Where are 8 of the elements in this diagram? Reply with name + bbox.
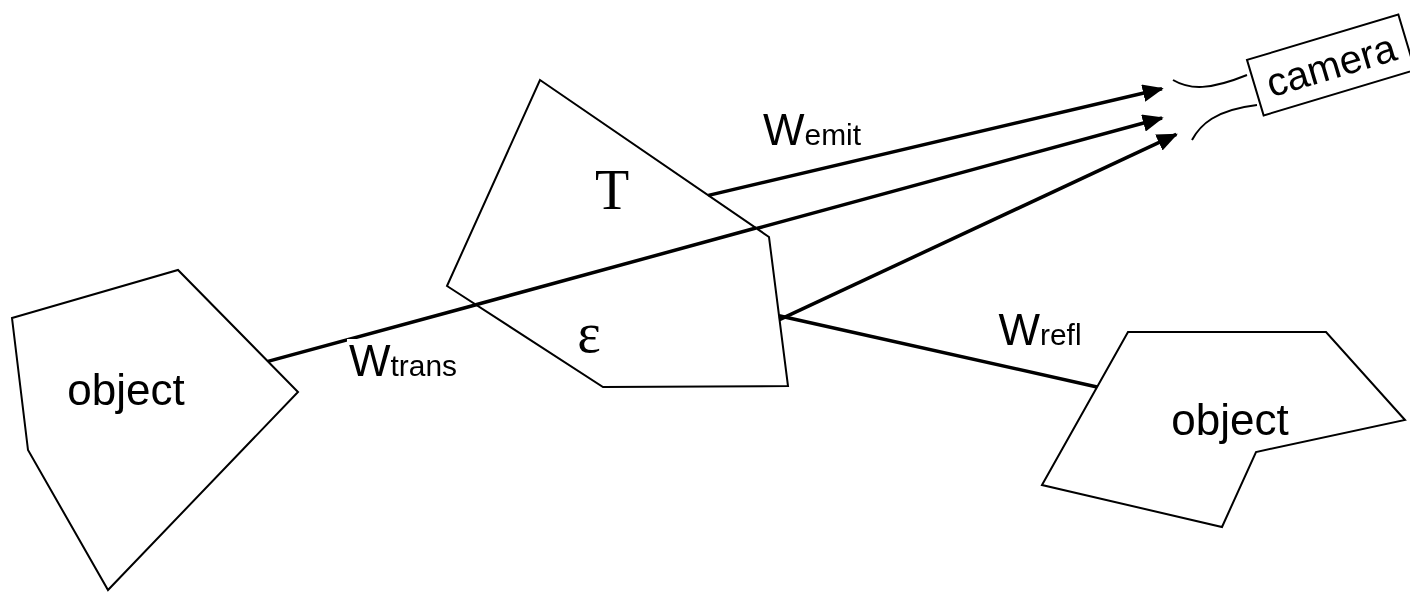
symbol-label: T: [594, 162, 630, 218]
shape-label: object: [1171, 398, 1289, 442]
shape-label: object: [67, 368, 185, 412]
symbol-label: ε: [577, 305, 601, 361]
arrow: [708, 84, 1164, 198]
arrow: [756, 114, 1164, 231]
arrow: [778, 132, 1178, 322]
camera-box: camera: [1245, 13, 1410, 117]
